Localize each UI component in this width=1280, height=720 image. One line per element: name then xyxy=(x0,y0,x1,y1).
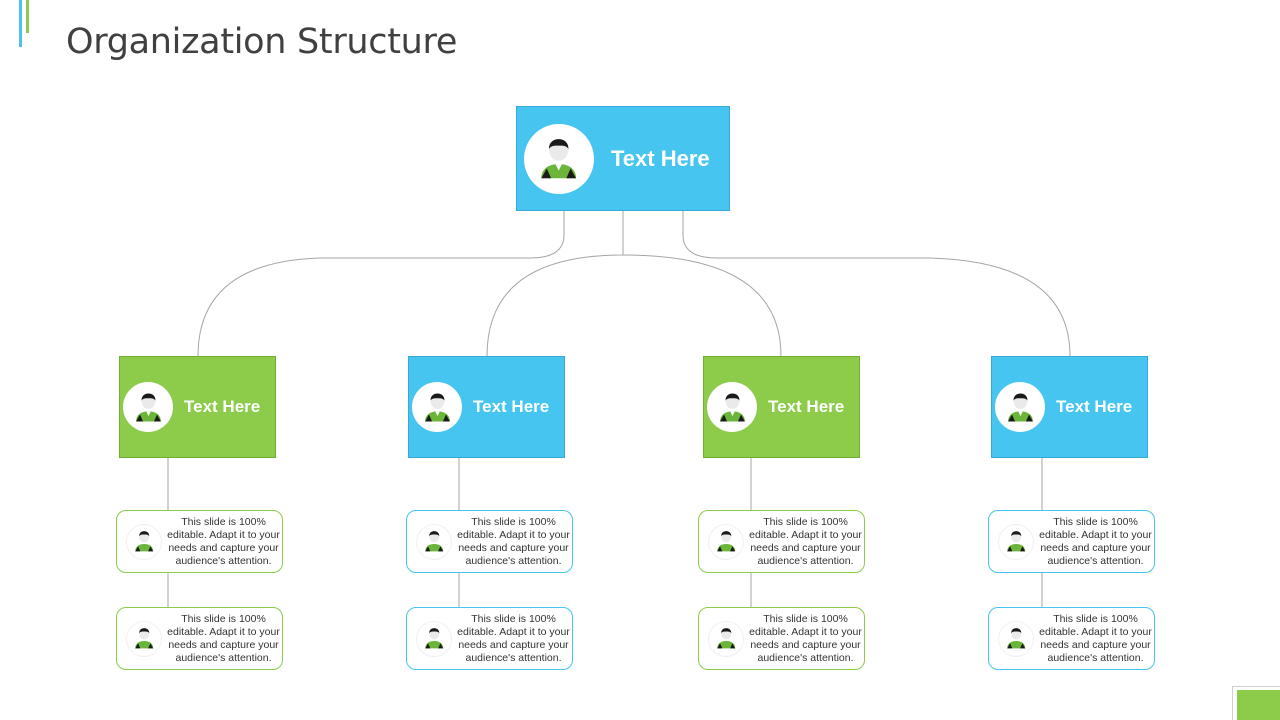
member-card-text: This slide is 100% editable. Adapt it to… xyxy=(749,612,862,664)
person-avatar-icon xyxy=(998,523,1034,560)
member-card-text: This slide is 100% editable. Adapt it to… xyxy=(749,515,862,567)
root-node[interactable]: Text Here xyxy=(516,106,730,211)
member-card[interactable]: This slide is 100% editable. Adapt it to… xyxy=(988,510,1155,573)
member-card[interactable]: This slide is 100% editable. Adapt it to… xyxy=(406,607,573,670)
branch-node-3[interactable]: Text Here xyxy=(703,356,860,458)
connector-root-branch-2 xyxy=(486,211,624,357)
branch-label: Text Here xyxy=(1056,397,1133,416)
person-avatar-icon xyxy=(708,523,744,560)
accent-bar-green xyxy=(26,0,29,33)
branch-label: Text Here xyxy=(184,397,261,416)
branch-label: Text Here xyxy=(473,397,550,416)
person-avatar-icon xyxy=(998,620,1034,657)
connector-root-branch-3 xyxy=(622,254,782,357)
branch-node-2[interactable]: Text Here xyxy=(408,356,565,458)
member-card[interactable]: This slide is 100% editable. Adapt it to… xyxy=(406,510,573,573)
person-avatar-icon xyxy=(412,382,462,432)
member-card[interactable]: This slide is 100% editable. Adapt it to… xyxy=(698,607,865,670)
corner-frame xyxy=(1232,686,1280,720)
member-card-text: This slide is 100% editable. Adapt it to… xyxy=(167,515,280,567)
member-card[interactable]: This slide is 100% editable. Adapt it to… xyxy=(116,510,283,573)
member-card-text: This slide is 100% editable. Adapt it to… xyxy=(1039,612,1152,664)
person-avatar-icon xyxy=(708,620,744,657)
page-title: Organization Structure xyxy=(66,22,458,62)
member-card-text: This slide is 100% editable. Adapt it to… xyxy=(167,612,280,664)
person-avatar-icon xyxy=(123,382,173,432)
branch-node-4[interactable]: Text Here xyxy=(991,356,1148,458)
person-avatar-icon xyxy=(416,523,452,560)
person-avatar-icon xyxy=(126,620,162,657)
person-avatar-icon xyxy=(707,382,757,432)
accent-bar-blue xyxy=(19,0,22,47)
member-card-text: This slide is 100% editable. Adapt it to… xyxy=(1039,515,1152,567)
person-avatar-icon xyxy=(524,123,594,194)
connector-root-branch-4 xyxy=(682,211,1071,357)
member-card[interactable]: This slide is 100% editable. Adapt it to… xyxy=(698,510,865,573)
member-card[interactable]: This slide is 100% editable. Adapt it to… xyxy=(988,607,1155,670)
person-avatar-icon xyxy=(416,620,452,657)
member-card-text: This slide is 100% editable. Adapt it to… xyxy=(457,612,570,664)
person-avatar-icon xyxy=(126,523,162,560)
person-avatar-icon xyxy=(995,382,1045,432)
member-card-text: This slide is 100% editable. Adapt it to… xyxy=(457,515,570,567)
member-card[interactable]: This slide is 100% editable. Adapt it to… xyxy=(116,607,283,670)
branch-node-1[interactable]: Text Here xyxy=(119,356,276,458)
root-label: Text Here xyxy=(611,145,710,171)
corner-mark xyxy=(1237,690,1280,720)
branch-label: Text Here xyxy=(768,397,845,416)
connector-root-branch-1 xyxy=(197,211,565,357)
